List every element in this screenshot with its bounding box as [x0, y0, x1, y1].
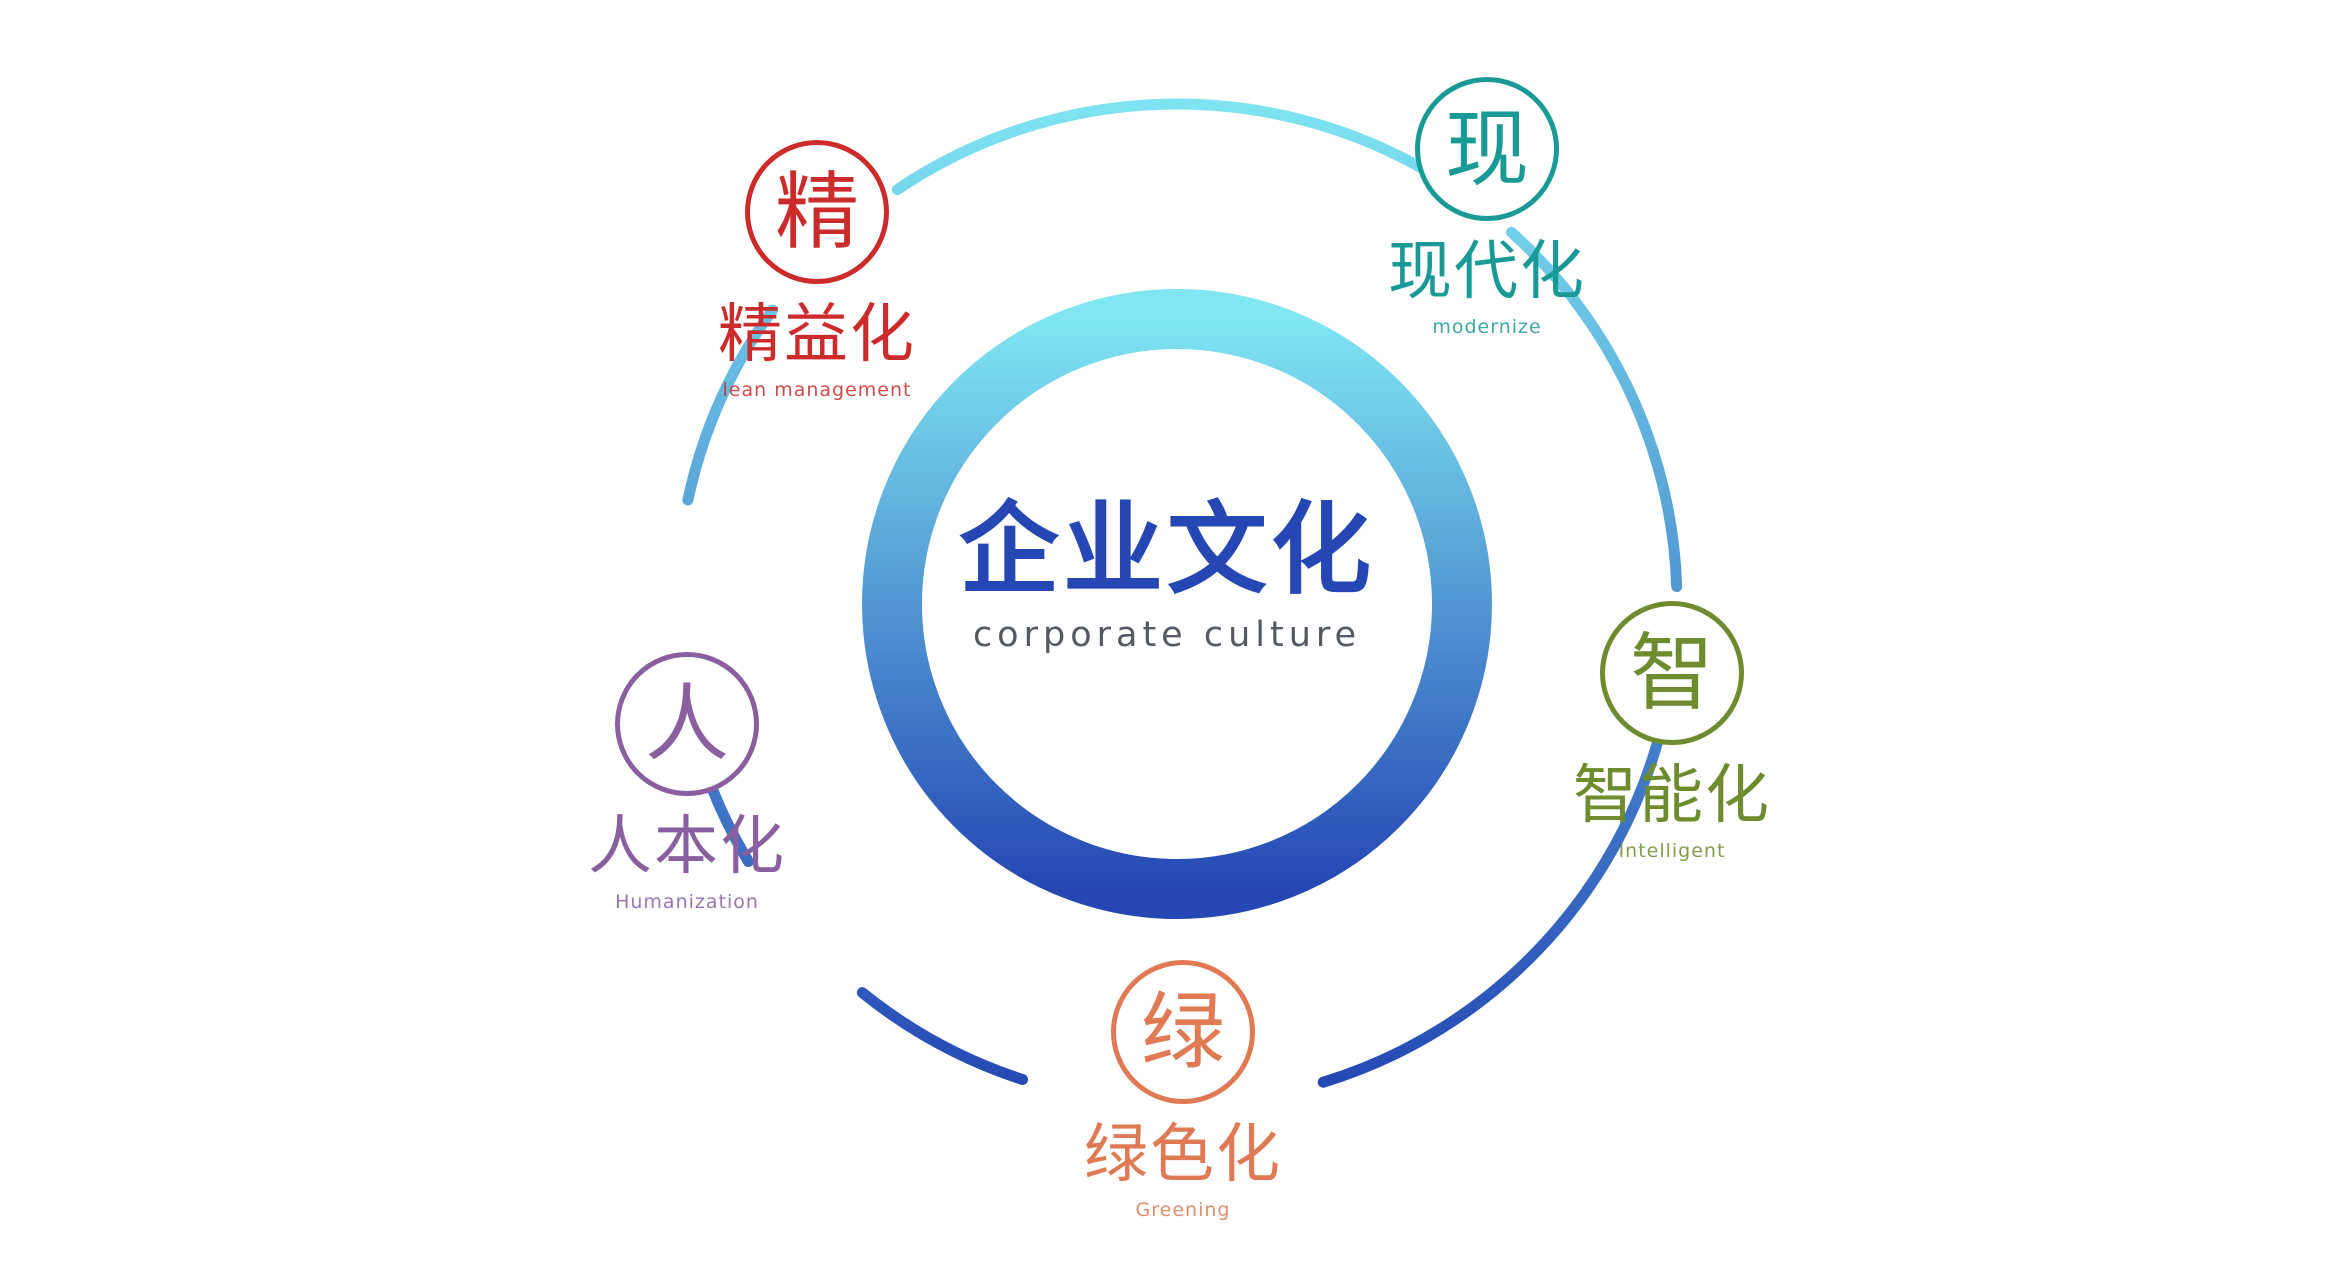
outer-ring-arc-2 [1506, 226, 1683, 593]
center-label: 企业文化 corporate culture [917, 500, 1417, 653]
center-ring [862, 289, 1492, 919]
node-modern-glyph: 现 [1444, 100, 1529, 198]
node-modern-subtitle: modernize [1432, 316, 1542, 339]
outer-ring-arc-4 [856, 987, 1028, 1085]
node-modern-circle: 现 [1415, 77, 1559, 221]
node-human-glyph: 人 [644, 675, 729, 773]
outer-ring-arc-6 [682, 304, 778, 506]
node-intelligent: 智 智能化 Intelligent [1522, 601, 1822, 861]
node-intelligent-title: 智能化 [1573, 759, 1771, 833]
node-lean-title: 精益化 [718, 298, 916, 372]
node-green-title: 绿色化 [1084, 1118, 1282, 1192]
node-intelligent-circle: 智 [1600, 601, 1744, 745]
outer-ring-arc-3 [1317, 702, 1672, 1088]
outer-ring-arc-1 [891, 98, 1433, 195]
node-green: 绿 绿色化 Greening [1033, 960, 1333, 1220]
node-intelligent-glyph: 智 [1629, 624, 1714, 722]
node-lean-glyph: 精 [774, 163, 859, 261]
node-green-circle: 绿 [1111, 960, 1255, 1104]
node-human: 人 人本化 Humanization [537, 652, 837, 912]
node-modern: 现 现代化 modernize [1337, 77, 1637, 337]
node-intelligent-subtitle: Intelligent [1618, 840, 1726, 863]
node-green-glyph: 绿 [1140, 983, 1225, 1081]
node-green-subtitle: Greening [1135, 1199, 1231, 1222]
node-human-title: 人本化 [588, 810, 786, 884]
node-human-circle: 人 [615, 652, 759, 796]
node-human-subtitle: Humanization [615, 891, 759, 914]
center-title: 企业文化 [959, 491, 1375, 608]
node-lean-circle: 精 [745, 140, 889, 284]
node-lean-subtitle: lean management [722, 379, 912, 402]
center-subtitle: corporate culture [972, 615, 1362, 655]
node-modern-title: 现代化 [1388, 235, 1586, 309]
node-lean: 精 精益化 lean management [667, 140, 967, 400]
